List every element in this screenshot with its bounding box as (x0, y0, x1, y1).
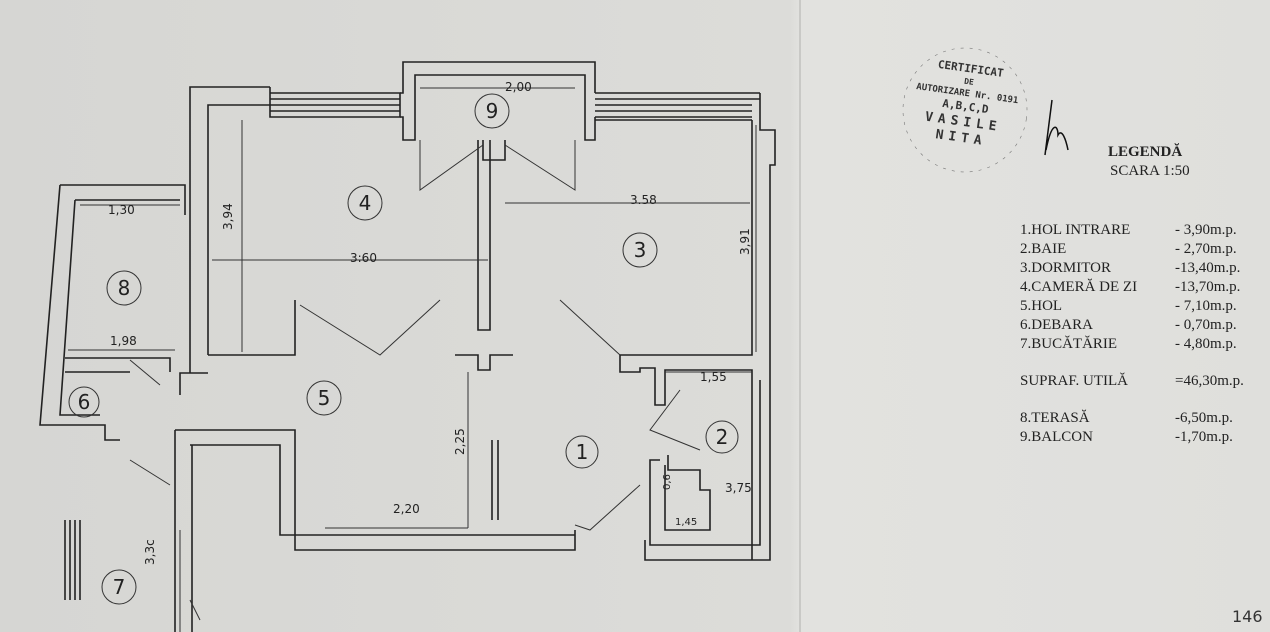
dim-hall-width: 2,20 (393, 502, 420, 516)
signature (1044, 99, 1069, 156)
dim-bedroom-height: 3,91 (738, 228, 752, 255)
room-name: 5.HOL (1020, 298, 1063, 314)
dim-bath-width: 1,55 (700, 370, 727, 384)
room-name: 8.TERASĂ (1020, 410, 1090, 426)
room-5-label: 5 (306, 380, 342, 416)
dim-living-width: 3:60 (350, 251, 377, 265)
dim-living-height: 3,94 (221, 203, 235, 230)
room-number-labels: 1 2 3 4 5 6 7 8 9 (68, 93, 739, 605)
room-2-label: 2 (705, 420, 739, 454)
legend-row: 2.BAIE - 2,70m.p. (1020, 240, 1244, 259)
legend-row: 6.DEBARA - 0,70m.p. (1020, 316, 1244, 335)
room-name: 4.CAMERĂ DE ZI (1020, 279, 1138, 295)
svg-text:2: 2 (716, 425, 729, 449)
room-8-label: 8 (106, 270, 142, 306)
total-area: =46,30m.p. (1175, 373, 1244, 389)
svg-text:9: 9 (486, 99, 499, 123)
room-name: 9.BALCON (1020, 429, 1093, 445)
room-4-label: 4 (347, 185, 383, 221)
door-swings (129, 140, 701, 621)
dimension-lines (68, 87, 757, 632)
dim-terrace-width: 1,30 (108, 203, 135, 217)
legend-row: 9.BALCON -1,70m.p. (1020, 428, 1244, 447)
room-3-label: 3 (622, 232, 658, 268)
svg-text:A,B,C,D: A,B,C,D (942, 97, 990, 116)
legend-row: 3.DORMITOR -13,40m.p. (1020, 259, 1244, 278)
walls (39, 61, 776, 632)
room-area: -13,70m.p. (1175, 279, 1241, 295)
legend-title: LEGENDĂ (1108, 144, 1183, 160)
dim-hall-height: 2,25 (453, 428, 467, 455)
room-name: 3.DORMITOR (1020, 260, 1111, 276)
dim-balcony-width: 2,00 (505, 80, 532, 94)
room-name: 2.BAIE (1020, 241, 1067, 257)
room-area: - 0,70m.p. (1175, 317, 1237, 333)
room-area: - 4,80m.p. (1175, 336, 1237, 352)
legend-row: 8.TERASĂ -6,50m.p. (1020, 409, 1244, 428)
room-9-label: 9 (474, 93, 510, 129)
room-area: -13,40m.p. (1175, 260, 1241, 276)
legend-row: 4.CAMERĂ DE ZI -13,70m.p. (1020, 278, 1244, 297)
legend-row: 1.HOL INTRARE - 3,90m.p. (1020, 221, 1244, 240)
room-area: - 7,10m.p. (1175, 298, 1237, 314)
dim-kitchen-height: 3,3c (143, 539, 157, 565)
certification-stamp: CERTIFICAT DE AUTORIZARE Nr. 0191 A,B,C,… (902, 47, 1028, 173)
dim-bath-depth: 3,75 (725, 481, 752, 495)
dim-bath-small: 0,6 (662, 474, 673, 490)
room-area: -1,70m.p. (1175, 429, 1233, 445)
page-number: 146 (1232, 607, 1263, 626)
dim-bedroom-width: 3.58 (630, 193, 657, 207)
room-area: -6,50m.p. (1175, 410, 1233, 426)
room-area: - 2,70m.p. (1175, 241, 1237, 257)
svg-text:NITA: NITA (935, 127, 988, 149)
room-area: - 3,90m.p. (1175, 222, 1237, 238)
legend-row: 5.HOL - 7,10m.p. (1020, 297, 1244, 316)
room-name: 6.DEBARA (1020, 317, 1093, 333)
dim-bath-bottom: 1,45 (675, 517, 697, 528)
legend-row: 7.BUCĂTĂRIE - 4,80m.p. (1020, 335, 1244, 354)
svg-text:DE: DE (964, 77, 975, 87)
room-name: 7.BUCĂTĂRIE (1020, 336, 1118, 352)
room-1-label: 1 (565, 435, 599, 469)
svg-text:5: 5 (318, 386, 331, 410)
svg-text:3: 3 (634, 238, 647, 262)
room-7-label: 7 (101, 569, 137, 605)
total-label: SUPRAF. UTILĂ (1020, 373, 1128, 389)
room-6-label: 6 (68, 386, 100, 418)
legend-total: SUPRAF. UTILĂ =46,30m.p. (1020, 372, 1244, 391)
svg-text:8: 8 (118, 276, 131, 300)
dim-terrace-bottom: 1,98 (110, 334, 137, 348)
room-name: 1.HOL INTRARE (1020, 222, 1131, 238)
svg-text:1: 1 (576, 440, 589, 464)
legend-scale: SCARA 1:50 (1110, 163, 1190, 179)
svg-text:6: 6 (78, 390, 91, 414)
dimension-values: 2,00 3,94 3:60 3.58 3,91 1,30 1,98 2,25 … (108, 80, 752, 565)
legend: LEGENDĂ SCARA 1:50 1.HOL INTRARE - 3,90m.… (1020, 143, 1244, 447)
svg-text:7: 7 (113, 575, 126, 599)
svg-text:4: 4 (359, 191, 372, 215)
